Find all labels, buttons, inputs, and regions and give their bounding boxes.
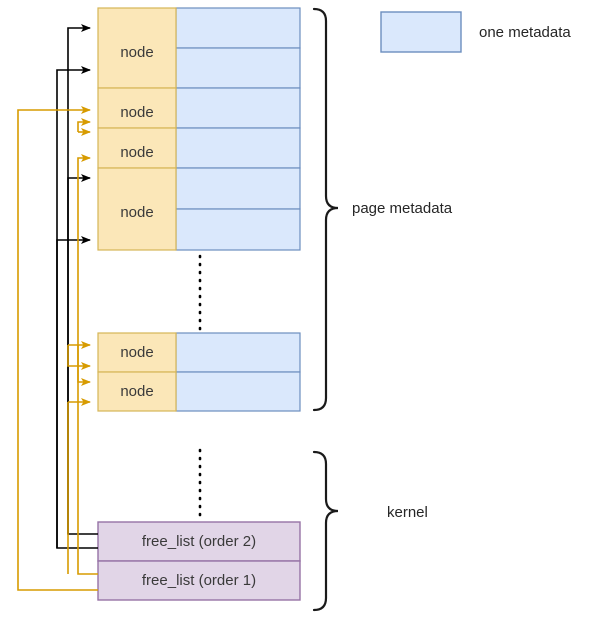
bottom-node-blocks: node node <box>97 332 177 412</box>
arrow-orange-1 <box>17 106 98 591</box>
arrow-orange-7 <box>77 345 91 386</box>
top-node-blocks: node node node node <box>97 7 177 251</box>
legend-label: one metadata <box>479 24 571 41</box>
arrow-black-4 <box>56 236 91 548</box>
metadata-cell <box>175 332 301 373</box>
node-block-label: node <box>120 44 153 61</box>
legend-swatch <box>380 11 462 53</box>
node-block <box>97 7 177 89</box>
node-block-label: node <box>120 344 153 361</box>
arrow-black-3 <box>67 174 91 534</box>
bottom-metadata-cells <box>175 332 301 412</box>
brace-page-metadata <box>312 7 339 412</box>
arrow-black-1 <box>67 24 98 535</box>
metadata-cell <box>175 371 301 412</box>
free-list-box <box>97 560 301 601</box>
node-block-label: node <box>120 204 153 221</box>
top-metadata-cells <box>175 7 301 251</box>
free-list-label: free_list (order 1) <box>142 572 256 589</box>
arrow-orange-2 <box>77 118 91 132</box>
metadata-cell <box>175 167 301 210</box>
node-block-label: node <box>120 144 153 161</box>
arrow-orange-6 <box>67 345 91 370</box>
metadata-cell <box>175 7 301 49</box>
node-block <box>97 87 177 129</box>
free-list-label: free_list (order 2) <box>142 533 256 550</box>
metadata-cell <box>175 47 301 89</box>
node-block-label: node <box>120 383 153 400</box>
page-metadata-label: page metadata <box>352 200 453 217</box>
node-block-label: node <box>120 104 153 121</box>
node-block <box>97 371 177 412</box>
metadata-cell <box>175 208 301 251</box>
brace-kernel <box>312 450 339 612</box>
metadata-cell <box>175 87 301 129</box>
orange-pointer-arrows <box>17 106 98 591</box>
metadata-cell <box>175 127 301 169</box>
kernel-label: kernel <box>387 504 428 521</box>
node-block <box>97 167 177 251</box>
free-list-boxes: free_list (order 2) free_list (order 1) <box>97 521 301 601</box>
